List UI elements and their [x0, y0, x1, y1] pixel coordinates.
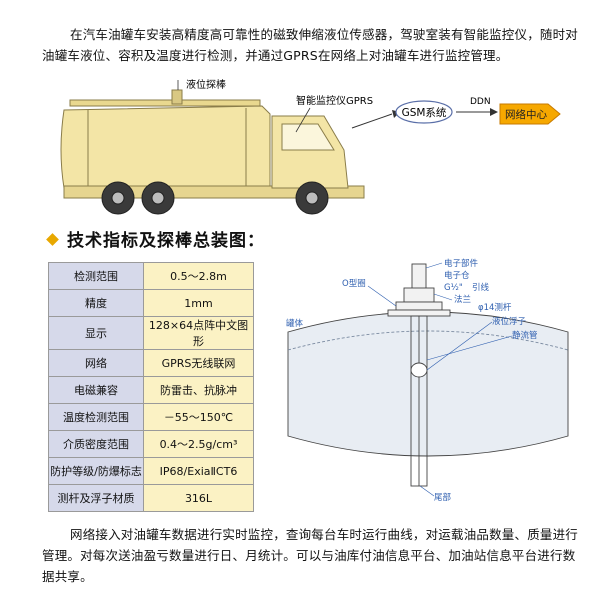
spec-value: －55～150℃	[143, 403, 254, 431]
spec-value: 128×64点阵中文图形	[143, 316, 254, 350]
gsm-system-node: GSM系统	[395, 100, 453, 124]
spec-key: 电磁兼容	[48, 376, 144, 404]
spec-value: GPRS无线联网	[143, 349, 254, 377]
probe-rod	[410, 315, 428, 487]
spec-key: 防护等级/防爆标志	[48, 457, 144, 485]
spec-key: 介质密度范围	[48, 430, 144, 458]
intro-paragraph: 在汽车油罐车安装高精度高可靠性的磁致伸缩液位传感器，驾驶室装有智能监控仪，随时对…	[42, 27, 579, 63]
label-tail: 尾部	[434, 492, 452, 503]
spec-value: 0.5～2.8m	[143, 262, 254, 290]
svg-text:网络中心: 网络中心	[505, 108, 547, 121]
truck-network-diagram: 液位探棒 智能监控仪GPRS GSM系统 DDN 网络中心	[60, 78, 561, 215]
spec-key: 检测范围	[48, 262, 144, 290]
label-g-thread: G½"	[444, 283, 463, 293]
spec-value: 1mm	[143, 289, 254, 317]
tanker-truck-illustration	[60, 89, 365, 215]
label-still-tube: 静流管	[512, 330, 538, 341]
label-electronic-box: 电子仓	[444, 270, 470, 281]
spec-value: 316L	[143, 484, 254, 512]
spec-key: 网络	[48, 349, 144, 377]
spec-key: 精度	[48, 289, 144, 317]
section-title: 技术指标及探棒总装图：	[46, 226, 265, 251]
monitor-label: 智能监控仪GPRS	[296, 94, 373, 107]
label-electronic-part: 电子部件	[444, 258, 479, 269]
network-center-node: 网络中心	[499, 103, 561, 125]
label-tank: 罐体	[286, 318, 304, 329]
arrow-to-network-icon	[456, 108, 498, 116]
probe-label: 液位探棒	[186, 78, 226, 91]
spec-value: 防雷击、抗脉冲	[143, 376, 254, 404]
arrow-to-gsm-icon	[351, 110, 400, 129]
spec-key: 显示	[48, 316, 144, 350]
spec-value: 0.4～2.5g/cm³	[143, 430, 254, 458]
label-float: 液位浮子	[492, 316, 527, 327]
probe-head	[387, 263, 451, 317]
spec-row: 温度检测范围－55～150℃	[48, 403, 254, 431]
svg-text:GSM系统: GSM系统	[402, 106, 447, 119]
tank-outline	[287, 311, 569, 457]
spec-key: 温度检测范围	[48, 403, 144, 431]
label-o-ring: O型圈	[342, 279, 366, 289]
spec-value: IP68/ExiaⅡCT6	[143, 457, 254, 485]
spec-row: 电磁兼容防雷击、抗脉冲	[48, 376, 254, 404]
outro-paragraph: 网络接入对油罐车数据进行实时监控，查询每台车时运行曲线，对运载油品数量、质量进行…	[42, 527, 579, 584]
label-flange: 法兰	[454, 294, 471, 305]
probe-assembly-diagram: 电子部件 电子仓 G½" 引线 法兰 φ14测杆 O型圈 液位浮子 罐体 静流管…	[286, 258, 569, 503]
ddn-label: DDN	[470, 97, 491, 107]
label-rod: φ14测杆	[478, 302, 512, 313]
spec-key: 测杆及浮子材质	[48, 484, 144, 512]
label-lead: 引线	[472, 282, 490, 293]
diamond-bullet-icon	[46, 233, 59, 246]
